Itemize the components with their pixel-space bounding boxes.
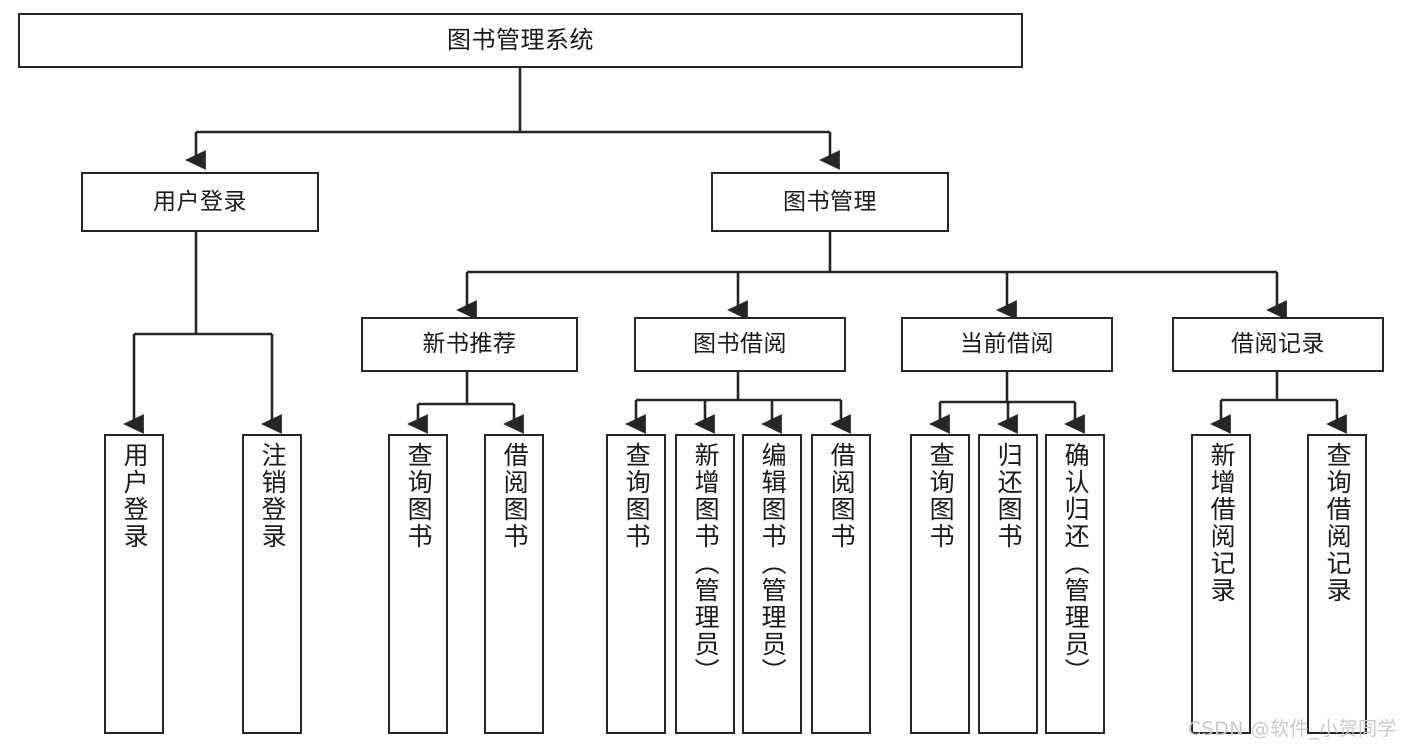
node-label: 编辑图书（管理员） — [758, 442, 788, 685]
node-leaf-borrow-book-recommendation[interactable]: 借阅图书 — [484, 434, 544, 734]
node-label: 图书借阅 — [693, 331, 787, 358]
node-label: 图书管理 — [783, 188, 877, 215]
node-label: 确认归还（管理员） — [1061, 442, 1091, 685]
node-leaf-query-book-borrowing[interactable]: 查询图书 — [606, 434, 666, 734]
node-leaf-add-book-admin[interactable]: 新增图书（管理员） — [675, 434, 735, 734]
node-leaf-confirm-return-admin[interactable]: 确认归还（管理员） — [1045, 434, 1105, 734]
node-book-borrowing[interactable]: 图书借阅 — [634, 317, 846, 372]
node-leaf-borrow-book-borrowing[interactable]: 借阅图书 — [811, 434, 871, 734]
node-label: 查询借阅记录 — [1323, 442, 1353, 604]
node-label: 新增图书（管理员） — [691, 442, 721, 685]
node-label: 注销登录 — [258, 442, 288, 550]
node-root-book-management-system[interactable]: 图书管理系统 — [18, 13, 1023, 68]
node-label: 新书推荐 — [422, 331, 517, 358]
node-label: 查询图书 — [404, 442, 434, 550]
node-book-management[interactable]: 图书管理 — [711, 172, 949, 232]
node-leaf-logout[interactable]: 注销登录 — [242, 434, 302, 734]
node-user-login[interactable]: 用户登录 — [81, 172, 319, 232]
node-leaf-query-book-current[interactable]: 查询图书 — [910, 434, 970, 734]
node-label: 用户登录 — [153, 188, 247, 215]
node-borrowing-record[interactable]: 借阅记录 — [1172, 317, 1384, 372]
node-leaf-return-book[interactable]: 归还图书 — [978, 434, 1038, 734]
csdn-watermark: CSDN @软件_小贺同学 — [1187, 718, 1397, 740]
node-leaf-user-login[interactable]: 用户登录 — [104, 434, 164, 734]
node-new-book-recommendation[interactable]: 新书推荐 — [361, 317, 578, 372]
node-leaf-edit-book-admin[interactable]: 编辑图书（管理员） — [742, 434, 802, 734]
node-label: 借阅图书 — [827, 442, 857, 550]
node-label: 查询图书 — [622, 442, 652, 550]
node-leaf-query-borrow-record[interactable]: 查询借阅记录 — [1307, 434, 1367, 734]
node-label: 新增借阅记录 — [1207, 442, 1237, 604]
node-leaf-add-borrow-record[interactable]: 新增借阅记录 — [1191, 434, 1251, 734]
node-label: 归还图书 — [994, 442, 1024, 550]
node-label: 用户登录 — [120, 442, 150, 550]
node-label: 查询图书 — [926, 442, 956, 550]
node-current-borrowing[interactable]: 当前借阅 — [901, 317, 1113, 372]
node-label: 借阅记录 — [1231, 331, 1325, 358]
node-label: 图书管理系统 — [447, 25, 594, 54]
node-label: 借阅图书 — [500, 442, 530, 550]
node-label: 当前借阅 — [960, 331, 1054, 358]
node-leaf-query-book-recommendation[interactable]: 查询图书 — [388, 434, 448, 734]
